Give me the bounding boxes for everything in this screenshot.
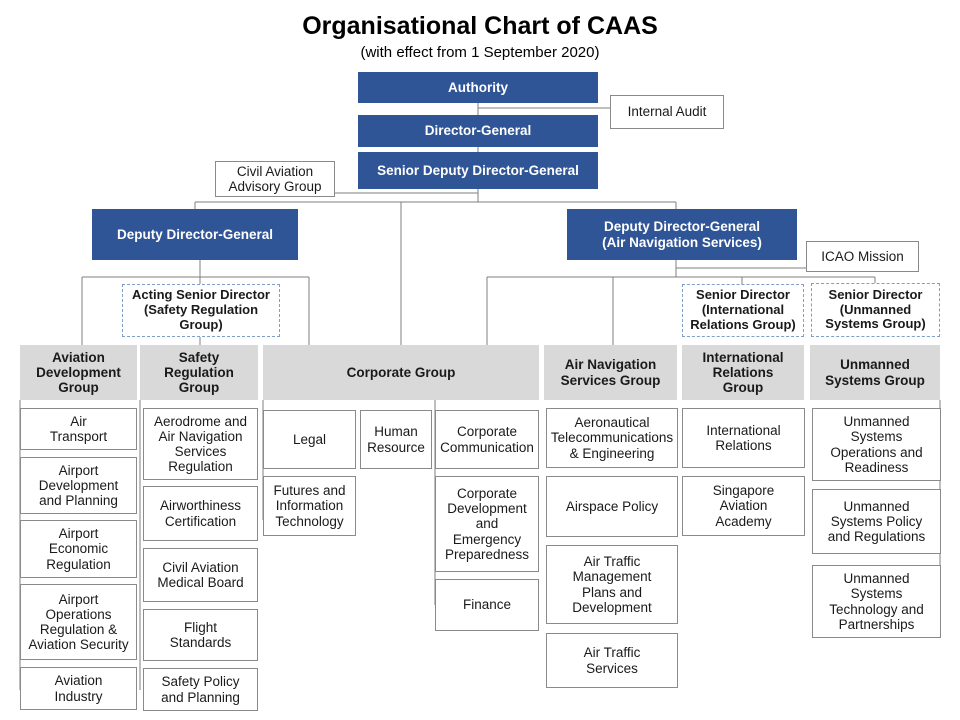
unit-futures-it: Futures and Information Technology xyxy=(263,476,356,536)
senior-ddg-box: Senior Deputy Director-General xyxy=(358,152,598,189)
authority-box: Authority xyxy=(358,72,598,103)
group-aviation-development: Aviation Development Group xyxy=(20,345,137,400)
senior-director-safety-box: Acting Senior Director (Safety Regulatio… xyxy=(122,284,280,337)
internal-audit-box: Internal Audit xyxy=(610,95,724,129)
unit-air-traffic-services: Air Traffic Services xyxy=(546,633,678,688)
chart-subtitle: (with effect from 1 September 2020) xyxy=(360,44,600,61)
senior-director-unmanned-box: Senior Director (Unmanned Systems Group) xyxy=(811,283,940,337)
unit-aviation-industry: Aviation Industry xyxy=(20,667,137,710)
unit-flight-standards: Flight Standards xyxy=(143,609,258,661)
unit-singapore-aviation-academy: Singapore Aviation Academy xyxy=(682,476,805,536)
unit-finance: Finance xyxy=(435,579,539,631)
unit-air-transport: Air Transport xyxy=(20,408,137,450)
unit-unmanned-operations: Unmanned Systems Operations and Readines… xyxy=(812,408,941,481)
group-international-relations: International Relations Group xyxy=(682,345,804,400)
unit-corporate-development: Corporate Development and Emergency Prep… xyxy=(435,476,539,572)
unit-unmanned-technology: Unmanned Systems Technology and Partners… xyxy=(812,565,941,638)
unit-airport-operations-regulation: Airport Operations Regulation & Aviation… xyxy=(20,584,137,660)
group-unmanned-systems: Unmanned Systems Group xyxy=(810,345,940,400)
chart-title: Organisational Chart of CAAS xyxy=(302,12,658,40)
unit-human-resource: Human Resource xyxy=(360,410,432,469)
unit-safety-policy-planning: Safety Policy and Planning xyxy=(143,668,258,711)
ddg-ans-box: Deputy Director-General (Air Navigation … xyxy=(567,209,797,260)
senior-director-international-box: Senior Director (International Relations… xyxy=(682,284,804,337)
unit-airport-development: Airport Development and Planning xyxy=(20,457,137,514)
unit-aeronautical-telecom: Aeronautical Telecommunications & Engine… xyxy=(546,408,678,468)
unit-unmanned-policy: Unmanned Systems Policy and Regulations xyxy=(812,489,941,554)
unit-international-relations: International Relations xyxy=(682,408,805,468)
unit-atm-plans: Air Traffic Management Plans and Develop… xyxy=(546,545,678,624)
advisory-group-box: Civil Aviation Advisory Group xyxy=(215,161,335,197)
unit-airport-economic-regulation: Airport Economic Regulation xyxy=(20,520,137,578)
unit-airspace-policy: Airspace Policy xyxy=(546,476,678,537)
unit-aerodrome-ans-regulation: Aerodrome and Air Navigation Services Re… xyxy=(143,408,258,480)
unit-airworthiness-certification: Airworthiness Certification xyxy=(143,486,258,541)
group-corporate: Corporate Group xyxy=(263,345,539,400)
unit-corporate-communication: Corporate Communication xyxy=(435,410,539,469)
unit-civil-aviation-medical-board: Civil Aviation Medical Board xyxy=(143,548,258,602)
director-general-box: Director-General xyxy=(358,115,598,147)
group-safety-regulation: Safety Regulation Group xyxy=(140,345,258,400)
group-air-navigation: Air Navigation Services Group xyxy=(544,345,677,400)
unit-legal: Legal xyxy=(263,410,356,469)
ddg-box: Deputy Director-General xyxy=(92,209,298,260)
icao-mission-box: ICAO Mission xyxy=(806,241,919,272)
